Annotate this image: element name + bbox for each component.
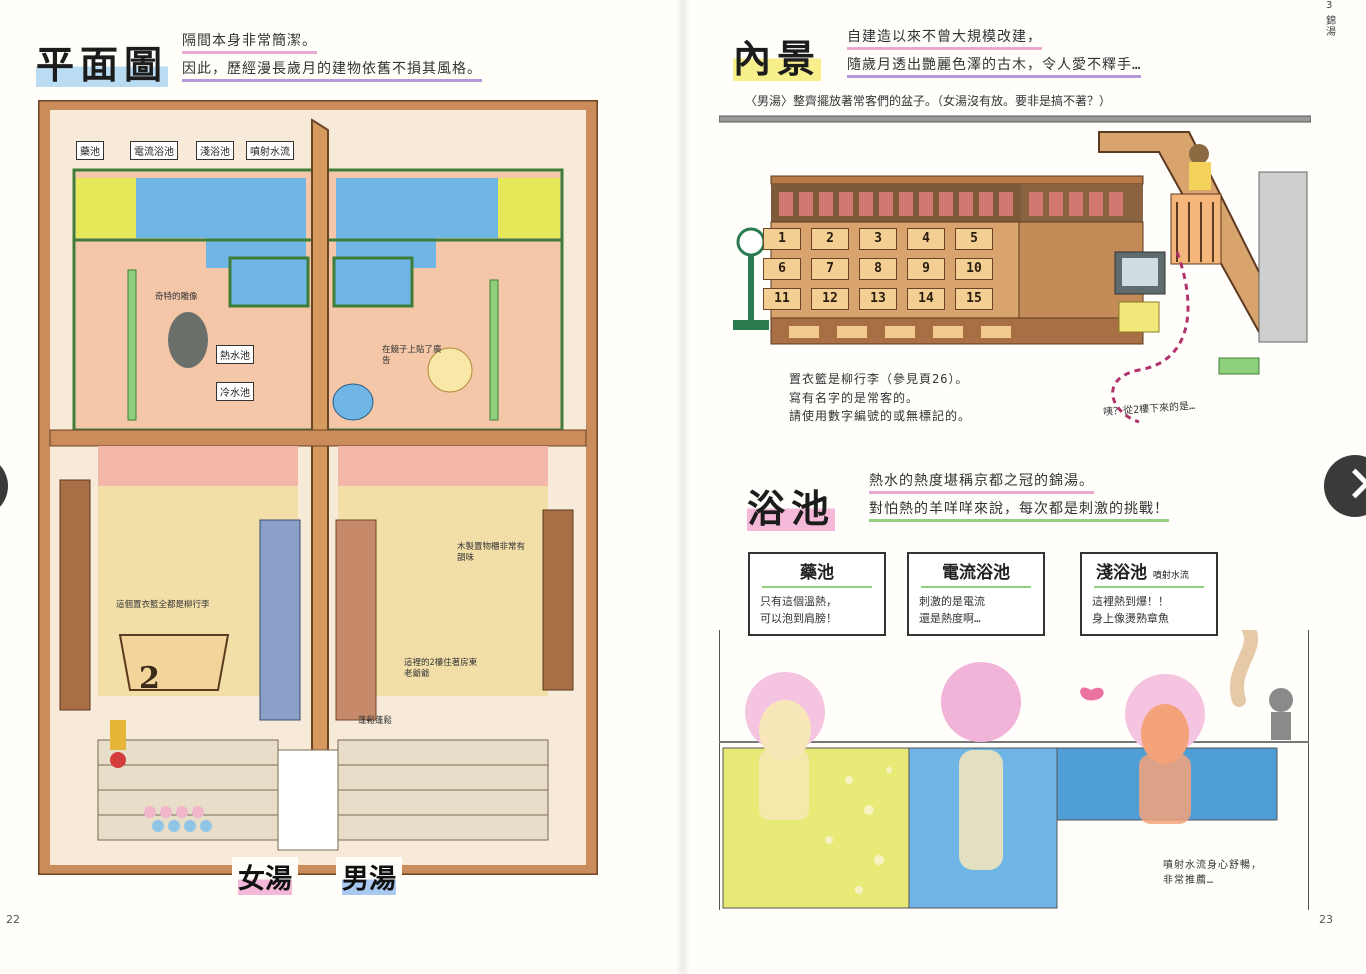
pool-desc-medicine-2: 可以泡到肩膀！ bbox=[760, 611, 837, 625]
interior-heading: 內景 bbox=[733, 28, 822, 83]
floor-plan-heading: 平面圖 bbox=[36, 34, 169, 89]
women-bath-label: 女湯 bbox=[232, 857, 298, 896]
note-fluffy: 蓬鬆蓬鬆 bbox=[358, 716, 393, 726]
interior-caption-bottom-1: 置衣籃是柳行李（參見頁26）。 bbox=[789, 372, 969, 386]
jet-stream-note-1: 噴射水流身心舒暢， bbox=[1163, 860, 1262, 871]
baths-cross-section bbox=[719, 630, 1309, 910]
locker-number: 2 bbox=[811, 228, 849, 250]
locker-number: 10 bbox=[955, 258, 993, 280]
interior-caption-bottom-2: 寫有名字的是常客的。 bbox=[789, 390, 920, 405]
locker-number: 14 bbox=[907, 288, 945, 310]
interior-heading-text: 內景 bbox=[733, 36, 822, 81]
locker-number: 12 bbox=[811, 288, 849, 310]
label-shallow-pool: 淺浴池 bbox=[196, 141, 234, 160]
locker-number: 15 bbox=[955, 288, 993, 310]
pool-card-electric: 電流浴池 刺激的是電流 還是熱度啊… bbox=[907, 552, 1045, 636]
men-bath-label-text: 男湯 bbox=[342, 864, 396, 895]
pool-desc-shallow: 這裡熱到爆！！ 身上像燙熟章魚 bbox=[1082, 588, 1216, 627]
pool-card-medicine: 藥池 只有這個溫熱， 可以泡到肩膀！ bbox=[748, 552, 886, 636]
baths-intro-2: 對怕熱的羊咩咩來說，每次都是刺激的挑戰！ bbox=[869, 498, 1169, 522]
pool-title-shallow: 淺浴池 bbox=[1096, 563, 1147, 583]
floor-plan-intro-2-text: 因此，歷經漫長歲月的建物依舊不損其風格。 bbox=[182, 61, 482, 82]
left-page-number: 22 bbox=[6, 913, 20, 926]
interior-intro-2: 隨歲月透出艷麗色澤的古木，令人愛不釋手… bbox=[847, 54, 1142, 78]
interior-caption-bottom-3: 請使用數字編號的或無標記的。 bbox=[789, 409, 972, 424]
locker-number: 6 bbox=[763, 258, 801, 280]
locker-number: 13 bbox=[859, 288, 897, 310]
pool-desc-shallow-2: 身上像燙熟章魚 bbox=[1092, 611, 1169, 625]
floor-plan-heading-text: 平面圖 bbox=[36, 42, 169, 87]
label-hot-pool: 熱水池 bbox=[216, 345, 254, 364]
baths-heading: 浴池 bbox=[747, 478, 836, 533]
interior-caption-bottom: 置衣籃是柳行李（參見頁26）。 寫有名字的是常客的。 請使用數字編號的或無標記的… bbox=[789, 370, 971, 426]
pool-desc-medicine-1: 只有這個溫熱， bbox=[760, 595, 837, 608]
pool-desc-medicine: 只有這個溫熱， 可以泡到肩膀！ bbox=[750, 588, 884, 627]
floor-plan-intro-1-text: 隔間本身非常簡潔。 bbox=[182, 33, 317, 54]
left-page: 平面圖 隔間本身非常簡潔。 因此，歷經漫長歲月的建物依舊不損其風格。 bbox=[6, 30, 598, 926]
note-landlord: 這裡的2樓住著房東老爺爺 bbox=[404, 658, 478, 680]
note-baskets: 這個置衣籃全都是柳行李 bbox=[116, 600, 210, 610]
locker-number: 7 bbox=[811, 258, 849, 280]
locker-number: 11 bbox=[763, 288, 801, 310]
label-electric-pool: 電流浴池 bbox=[130, 141, 178, 160]
next-page-button[interactable] bbox=[1324, 455, 1366, 517]
book-gutter bbox=[676, 0, 690, 974]
interior-intro-2-text: 隨歲月透出艷麗色澤的古木，令人愛不釋手… bbox=[847, 57, 1142, 78]
pool-desc-electric-2: 還是熱度啊… bbox=[919, 611, 981, 625]
pool-title-electric: 電流浴池 bbox=[921, 554, 1031, 588]
locker-number: 1 bbox=[763, 228, 801, 250]
floor-plan-intro-1: 隔間本身非常簡潔。 bbox=[182, 30, 317, 54]
locker-number: 5 bbox=[955, 228, 993, 250]
interior-intro-1-text: 自建造以來不曾大規模改建， bbox=[847, 29, 1042, 50]
locker-number: 3 bbox=[859, 228, 897, 250]
label-jet-pool: 噴射水流 bbox=[246, 141, 294, 160]
right-page-number: 23 bbox=[1319, 913, 1333, 926]
basket-number: 2 bbox=[139, 661, 160, 696]
women-bath-label-text: 女湯 bbox=[238, 864, 292, 895]
baths-intro-2-text: 對怕熱的羊咩咩來說，每次都是刺激的挑戰！ bbox=[869, 501, 1169, 522]
locker-number: 8 bbox=[859, 258, 897, 280]
pool-title-shallow-wrap: 淺浴池 噴射水流 bbox=[1094, 554, 1204, 588]
pool-card-shallow: 淺浴池 噴射水流 這裡熱到爆！！ 身上像燙熟章魚 bbox=[1080, 552, 1218, 636]
floor-plan-illustration bbox=[38, 100, 598, 875]
baths-intro-1: 熱水的熱度堪稱京都之冠的錦湯。 bbox=[869, 470, 1094, 494]
jet-stream-note-2: 非常推薦… bbox=[1163, 875, 1215, 886]
pool-desc-electric: 刺激的是電流 還是熱度啊… bbox=[909, 588, 1043, 627]
chapter-title: 錦湯 bbox=[1326, 16, 1336, 38]
previous-page-button[interactable] bbox=[0, 455, 8, 517]
men-bath-label: 男湯 bbox=[336, 857, 402, 896]
baths-intro-1-text: 熱水的熱度堪稱京都之冠的錦湯。 bbox=[869, 473, 1094, 494]
baths-heading-text: 浴池 bbox=[747, 486, 836, 531]
interior-caption-top: 〈男湯〉整齊擺放著常客們的盆子。（女湯沒有放。要非是搞不著？） bbox=[745, 94, 1112, 108]
pool-title-medicine: 藥池 bbox=[762, 554, 872, 588]
note-mirror-ads: 在鏡子上貼了廣告 bbox=[382, 345, 442, 367]
chevron-right-icon bbox=[1340, 468, 1366, 499]
interior-intro-1: 自建造以來不曾大規模改建， bbox=[847, 26, 1042, 50]
note-strange-statue: 奇特的雕像 bbox=[155, 292, 198, 302]
pool-desc-electric-1: 刺激的是電流 bbox=[919, 595, 985, 608]
note-wooden-lockers: 木製置物櫃非常有韻味 bbox=[457, 542, 526, 564]
label-cold-pool: 冷水池 bbox=[216, 382, 254, 401]
right-page: 3 錦湯 內景 自建造以來不曾大規模改建， 隨歲月透出艷麗色澤的古木，令人愛不釋… bbox=[683, 0, 1366, 974]
locker-number: 4 bbox=[907, 228, 945, 250]
label-medicine-pool: 藥池 bbox=[76, 141, 104, 160]
floor-plan-intro-2: 因此，歷經漫長歲月的建物依舊不損其風格。 bbox=[182, 58, 482, 82]
pool-tag-jet: 噴射水流 bbox=[1152, 571, 1189, 581]
jet-stream-note: 噴射水流身心舒暢， 非常推薦… bbox=[1163, 858, 1262, 888]
chapter-number: 3 bbox=[1326, 0, 1333, 11]
pool-desc-shallow-1: 這裡熱到爆！！ bbox=[1092, 595, 1169, 608]
locker-number: 9 bbox=[907, 258, 945, 280]
